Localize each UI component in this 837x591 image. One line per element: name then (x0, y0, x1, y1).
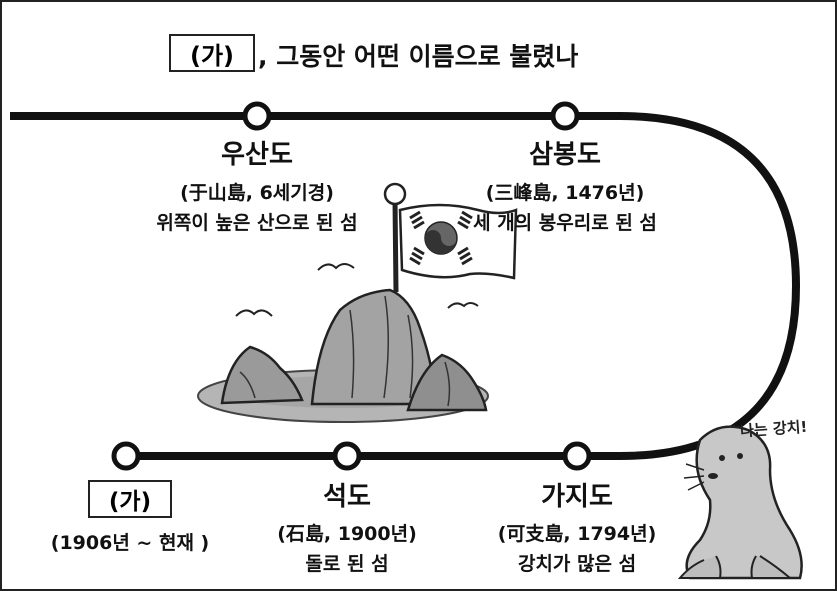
station-gajido-name: 가지도 (541, 482, 613, 512)
station-markers (111, 101, 592, 471)
station-seokdo-name: 석도 (323, 482, 371, 512)
island-rocks-illustration (197, 288, 489, 423)
station-current-blank-box: (가) (88, 480, 172, 518)
title-blank-box: (가) (169, 34, 255, 72)
station-seokdo-detail: (石島, 1900년) (277, 523, 417, 545)
station-sambongdo-detail: (三峰島, 1476년) (485, 182, 645, 204)
station-sambongdo-name: 삼봉도 (529, 140, 601, 170)
korean-flag-icon (383, 182, 518, 293)
station-usando-detail: (于山島, 6세기경) (180, 182, 334, 204)
station-usando-meaning: 위쪽이 높은 산으로 된 섬 (156, 212, 358, 234)
station-gajido-meaning: 강치가 많은 섬 (517, 553, 637, 575)
station-sambongdo-meaning: 세 개의 봉우리로 된 섬 (473, 212, 657, 234)
station-gajido-marker (562, 441, 592, 471)
station-current-marker (111, 441, 141, 471)
station-gajido-detail: (可支島, 1794년) (497, 523, 657, 545)
page-title: , 그동안 어떤 이름으로 불렸나 (258, 42, 579, 71)
station-seokdo-marker (332, 441, 362, 471)
sea-lion-illustration (677, 425, 803, 580)
station-current-detail: (1906년 ~ 현재 ) (50, 532, 210, 554)
seagull-icon (235, 263, 479, 317)
station-usando-marker (242, 101, 272, 131)
station-sambongdo-marker (550, 101, 580, 131)
station-usando-name: 우산도 (221, 140, 293, 170)
station-seokdo-meaning: 돌로 된 섬 (305, 553, 389, 575)
